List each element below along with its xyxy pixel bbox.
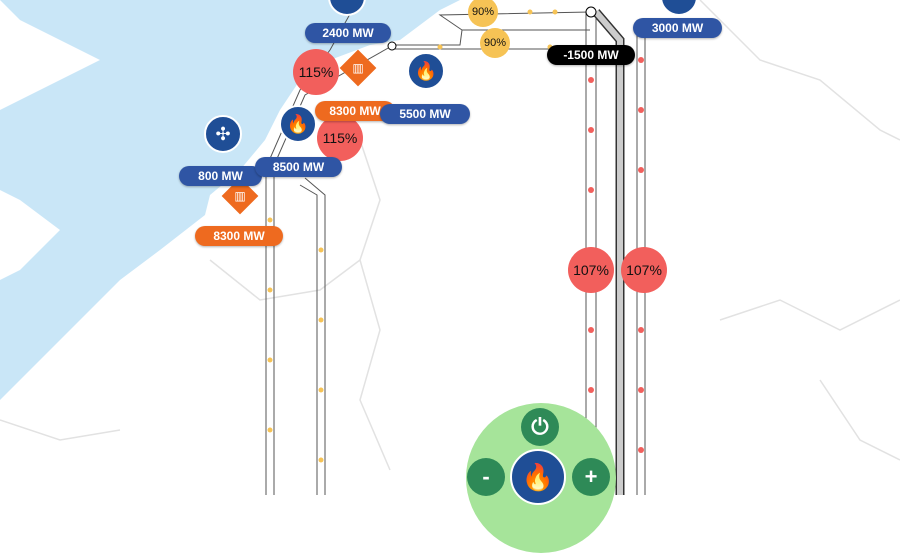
sea bbox=[0, 0, 460, 400]
land-coast bbox=[0, 0, 100, 280]
power-label: 2400 MW bbox=[305, 23, 391, 43]
grid-node[interactable] bbox=[585, 6, 597, 18]
line-load-badge[interactable]: 90% bbox=[480, 28, 510, 58]
gas-plant-selected-icon[interactable]: 🔥 bbox=[510, 449, 566, 505]
dc-power-label: -1500 MW bbox=[547, 45, 635, 65]
borders bbox=[0, 0, 900, 471]
flow-dots-yellow bbox=[267, 9, 558, 463]
gas-plant-icon[interactable]: 🔥 bbox=[407, 52, 445, 90]
demand-label: 8300 MW bbox=[315, 101, 395, 121]
power-label: 8500 MW bbox=[255, 157, 342, 177]
wind-turbine-icon[interactable]: ✣ bbox=[204, 115, 242, 153]
power-label: 800 MW bbox=[179, 166, 262, 186]
factory-icon[interactable]: ▥ bbox=[339, 49, 377, 87]
power-label: 5500 MW bbox=[380, 104, 470, 124]
power-toggle-button[interactable]: ⏻ bbox=[521, 408, 559, 446]
plant-control-panel: ⏻ - + 🔥 bbox=[466, 403, 616, 553]
grid-node[interactable] bbox=[387, 41, 397, 51]
gas-plant-icon[interactable]: 🔥 bbox=[279, 105, 317, 143]
flow-dots-red bbox=[588, 57, 644, 453]
line-load-badge[interactable]: 90% bbox=[468, 0, 498, 27]
demand-label: 8300 MW bbox=[195, 226, 283, 246]
map[interactable] bbox=[0, 0, 900, 495]
line-overload-badge[interactable]: 115% bbox=[317, 115, 363, 161]
decrease-button[interactable]: - bbox=[467, 458, 505, 496]
line-overload-badge[interactable]: 115% bbox=[293, 49, 339, 95]
power-label: 3000 MW bbox=[633, 18, 722, 38]
increase-button[interactable]: + bbox=[572, 458, 610, 496]
line-overload-badge[interactable]: 107% bbox=[621, 247, 667, 293]
line-overload-badge[interactable]: 107% bbox=[568, 247, 614, 293]
